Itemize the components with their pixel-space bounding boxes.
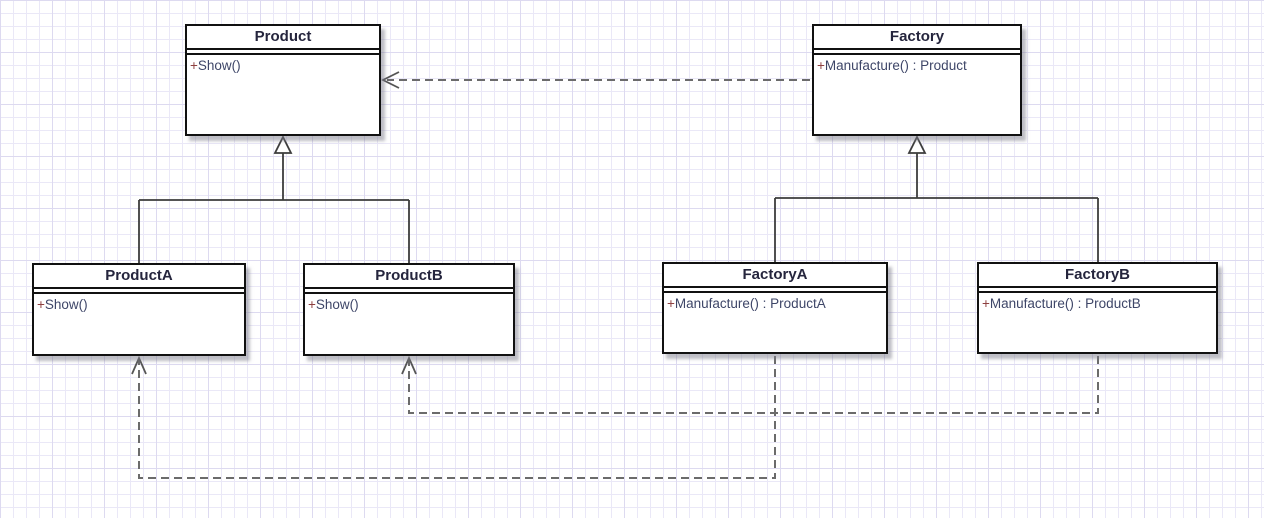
methods-compartment: +Manufacture() : ProductA xyxy=(664,293,886,311)
dependency-factory-to-product[interactable] xyxy=(380,71,810,89)
method-signature: Manufacture() : Product xyxy=(824,58,967,73)
open-arrowhead-icon xyxy=(401,355,417,375)
class-title: Product xyxy=(187,26,379,50)
methods-compartment: +Show() xyxy=(187,55,379,73)
method-visibility: + xyxy=(817,58,825,73)
attributes-compartment xyxy=(814,50,1020,55)
method-signature: Show() xyxy=(44,297,88,312)
class-box-producta[interactable]: ProductA +Show() xyxy=(32,263,246,356)
methods-compartment: +Manufacture() : Product xyxy=(814,55,1020,73)
open-arrowhead-icon xyxy=(131,355,147,375)
generalization-factories-to-factory[interactable] xyxy=(774,134,1099,262)
class-title: FactoryB xyxy=(979,264,1216,288)
methods-compartment: +Manufacture() : ProductB xyxy=(979,293,1216,311)
method-signature: Manufacture() : ProductB xyxy=(989,296,1141,311)
hollow-triangle-icon xyxy=(907,134,927,154)
class-box-factoryb[interactable]: FactoryB +Manufacture() : ProductB xyxy=(977,262,1218,354)
hollow-triangle-icon xyxy=(273,134,293,154)
methods-compartment: +Show() xyxy=(305,294,513,312)
method-visibility: + xyxy=(667,296,675,311)
class-title: Factory xyxy=(814,26,1020,50)
method-visibility: + xyxy=(37,297,45,312)
class-box-factorya[interactable]: FactoryA +Manufacture() : ProductA xyxy=(662,262,888,354)
attributes-compartment xyxy=(305,289,513,294)
method-visibility: + xyxy=(190,58,198,73)
method-signature: Show() xyxy=(197,58,241,73)
method-visibility: + xyxy=(982,296,990,311)
generalization-products-to-product[interactable] xyxy=(138,134,410,263)
dependency-factorya-to-producta[interactable] xyxy=(131,355,776,479)
method-visibility: + xyxy=(308,297,316,312)
attributes-compartment xyxy=(187,50,379,55)
class-title: ProductA xyxy=(34,265,244,289)
class-title: FactoryA xyxy=(664,264,886,288)
method-signature: Show() xyxy=(315,297,359,312)
open-arrowhead-icon xyxy=(380,71,400,89)
attributes-compartment xyxy=(664,288,886,293)
class-box-productb[interactable]: ProductB +Show() xyxy=(303,263,515,356)
attributes-compartment xyxy=(34,289,244,294)
class-title: ProductB xyxy=(305,265,513,289)
class-box-product[interactable]: Product +Show() xyxy=(185,24,381,136)
methods-compartment: +Show() xyxy=(34,294,244,312)
method-signature: Manufacture() : ProductA xyxy=(674,296,826,311)
dependency-factoryb-to-productb[interactable] xyxy=(401,355,1099,414)
attributes-compartment xyxy=(979,288,1216,293)
class-box-factory[interactable]: Factory +Manufacture() : Product xyxy=(812,24,1022,136)
